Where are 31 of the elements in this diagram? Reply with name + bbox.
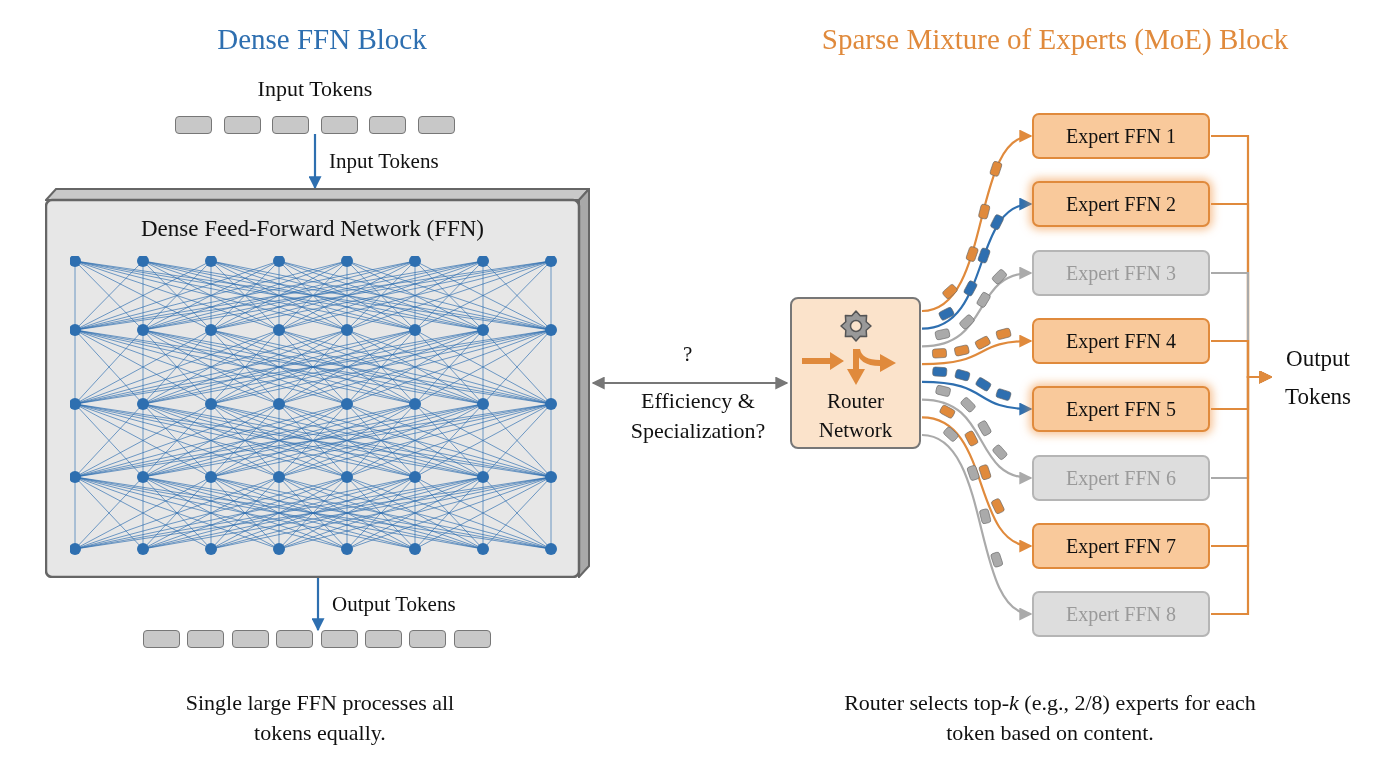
section-title: Dense FFN Block xyxy=(216,22,428,57)
section-title: Sparse Mixture of Experts (MoE) Block xyxy=(820,22,1290,57)
arrow xyxy=(921,380,1033,416)
expert-box: Expert FFN 8 xyxy=(1032,591,1210,637)
router-box xyxy=(790,297,921,449)
router-label: Router Network xyxy=(817,388,894,444)
caption: Single large FFN processes all tokens equally. xyxy=(184,689,456,747)
expert-box: Expert FFN 2 xyxy=(1032,181,1210,227)
arrow xyxy=(921,398,1033,484)
arrow xyxy=(921,334,1033,366)
expert-box: Expert FFN 7 xyxy=(1032,523,1210,569)
arrow xyxy=(921,132,1033,313)
expert-box: Expert FFN 6 xyxy=(1032,455,1210,501)
arrow xyxy=(1211,370,1273,616)
network-block xyxy=(45,188,590,578)
arrow xyxy=(311,578,325,632)
arrow xyxy=(308,134,322,190)
arrow xyxy=(921,433,1033,618)
note: Efficiency & Specialization? xyxy=(629,387,767,445)
block-title: Dense Feed-Forward Network (FFN) xyxy=(140,215,485,243)
expert-box: Expert FFN 5 xyxy=(1032,386,1210,432)
arrow xyxy=(921,199,1033,330)
arrow xyxy=(591,376,789,390)
row-heading: Input Tokens xyxy=(256,75,374,103)
expert-box: Expert FFN 4 xyxy=(1032,318,1210,364)
arrow xyxy=(921,267,1033,348)
arrow xyxy=(921,416,1033,551)
expert-box: Expert FFN 1 xyxy=(1032,113,1210,159)
output-label: Output Tokens xyxy=(1272,340,1364,414)
caption: Router selects top-k (e.g., 2/8) experts for each token based on content. xyxy=(843,689,1257,747)
expert-box: Expert FFN 3 xyxy=(1032,250,1210,296)
